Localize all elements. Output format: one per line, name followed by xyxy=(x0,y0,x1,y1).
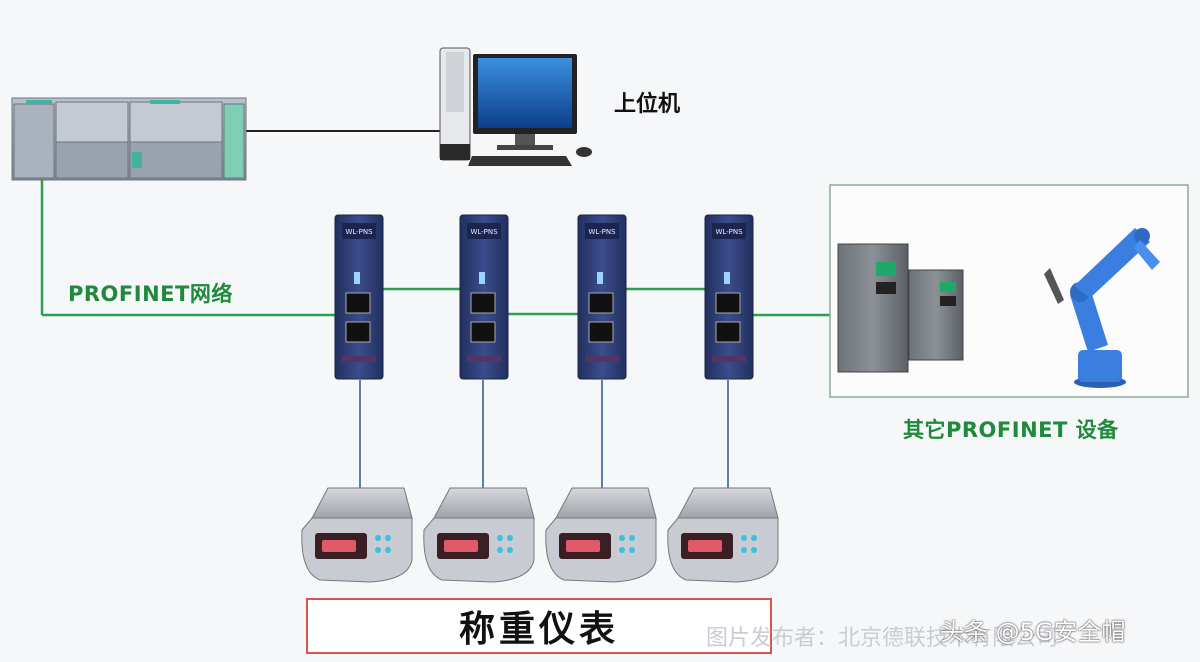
plc-rack xyxy=(11,97,247,181)
weighing-instrument-box: 称重仪表 xyxy=(306,598,772,654)
source-watermark: 头条 @5G安全帽 xyxy=(940,618,1126,646)
gateway-4 xyxy=(704,214,754,380)
publisher-watermark: 图片发布者：北京德联技术有限公司 xyxy=(706,626,1059,651)
gateway-3 xyxy=(577,214,627,380)
gateway-1 xyxy=(334,214,384,380)
gateway-2 xyxy=(459,214,509,380)
scale-4 xyxy=(667,487,779,583)
gateway-model-label-3: WL-PNS xyxy=(588,228,616,236)
weighing-instrument-label: 称重仪表 xyxy=(458,609,619,650)
scale-2 xyxy=(423,487,535,583)
host-computer-label: 上位机 xyxy=(614,92,681,117)
robot-arm xyxy=(1044,228,1160,388)
gateway-model-label-2: WL-PNS xyxy=(470,228,498,236)
drive-cabinet-large xyxy=(837,243,909,373)
gateway-model-label-1: WL-PNS xyxy=(345,228,373,236)
network-label: PROFINET网络 xyxy=(68,282,233,306)
drive-cabinet-small xyxy=(908,269,964,361)
host-computer xyxy=(439,47,592,166)
other-devices-label: 其它PROFINET 设备 xyxy=(903,418,1119,442)
scale-1 xyxy=(301,487,413,583)
network-lines xyxy=(40,130,1042,488)
gateway-model-label-4: WL-PNS xyxy=(715,228,743,236)
scale-3 xyxy=(545,487,657,583)
